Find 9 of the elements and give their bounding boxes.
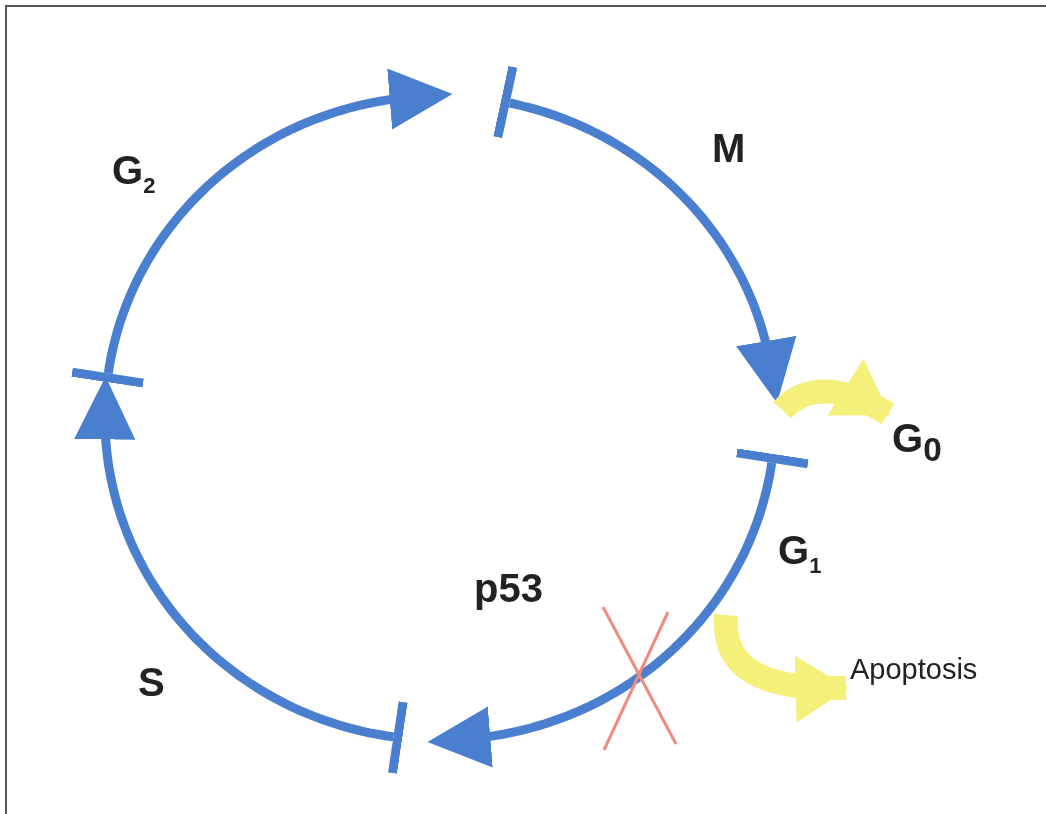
- protein-label: p53: [474, 568, 543, 608]
- block-arrow: [773, 359, 895, 425]
- phase-label: G$_{2}$: [112, 150, 156, 197]
- phase-label: G$_{1}$: [778, 530, 822, 577]
- phase-label: G$_{0}$: [892, 418, 942, 467]
- block-arrow: [713, 614, 849, 722]
- phase-label: S: [138, 662, 165, 702]
- outcome-label: Apoptosis: [850, 655, 978, 684]
- phase-label: M: [712, 128, 746, 168]
